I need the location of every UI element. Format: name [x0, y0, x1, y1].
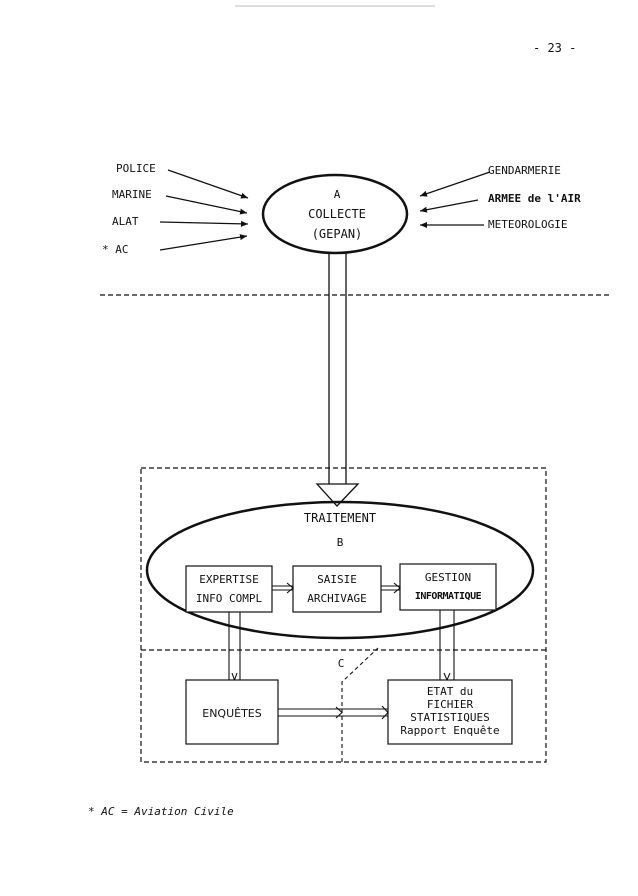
zone-c-label: C: [337, 657, 345, 670]
source-ac: * AC: [102, 243, 129, 256]
main-flow-arrow: [315, 252, 360, 507]
traitement-title: TRAITEMENT: [303, 511, 377, 525]
source-armee-de-lair: ARMEE de l'AIR: [488, 192, 581, 205]
source-gendarmerie: GENDARMERIE: [488, 164, 561, 177]
etat-box: [387, 679, 513, 745]
source-meteorologie: METEOROLOGIE: [488, 218, 568, 231]
expertise-label: EXPERTISE: [199, 573, 259, 586]
etat-du-label: ETAT du: [426, 685, 474, 698]
collecte-label: COLLECTE: [308, 207, 366, 221]
gestion-label: GESTION: [424, 571, 472, 584]
enquetes-box: [185, 679, 279, 745]
processing-dashed-frame: [140, 467, 547, 763]
arrow-saisie-gestion: [381, 582, 401, 594]
arrow-expertise-saisie: [272, 582, 294, 594]
statistiques-label: STATISTIQUES: [410, 711, 490, 724]
arrow-marine: [165, 195, 248, 215]
info-compl-label: INFO COMPL: [195, 592, 263, 605]
arrow-gestion-etat: [439, 610, 455, 682]
collecte-ellipse: [261, 173, 409, 255]
arrow-expertise-enquetes: [228, 612, 241, 682]
collecte-letter: A: [333, 188, 341, 201]
rapport-enquete-label: Rapport Enquête: [400, 724, 500, 737]
arrow-gendarmerie: [419, 171, 491, 197]
arrow-police: [167, 169, 249, 199]
enquetes-label: ENQUÊTES: [202, 707, 262, 720]
expertise-box: [185, 565, 273, 613]
collecte-gepan: (GEPAN): [311, 227, 363, 241]
arrow-armee: [419, 199, 479, 213]
archivage-label: ARCHIVAGE: [307, 592, 367, 605]
arrow-alat: [159, 220, 249, 227]
traitement-ellipse: [145, 500, 535, 640]
zone-c-divider: [341, 647, 379, 762]
gestion-box: [399, 563, 497, 611]
fichier-label: FICHIER: [426, 698, 474, 711]
informatique-label: INFORMATIQUE: [414, 591, 482, 602]
footnote: * AC = Aviation Civile: [88, 805, 234, 818]
page-number: - 23 -: [533, 41, 577, 55]
saisie-label: SAISIE: [317, 573, 357, 586]
traitement-letter: B: [336, 536, 344, 549]
source-marine: MARINE: [112, 188, 152, 201]
source-police: POLICE: [116, 162, 156, 175]
source-alat: ALAT: [112, 215, 139, 228]
arrow-enquetes-etat: [278, 705, 389, 720]
saisie-box: [292, 565, 382, 613]
arrow-ac: [159, 234, 248, 251]
